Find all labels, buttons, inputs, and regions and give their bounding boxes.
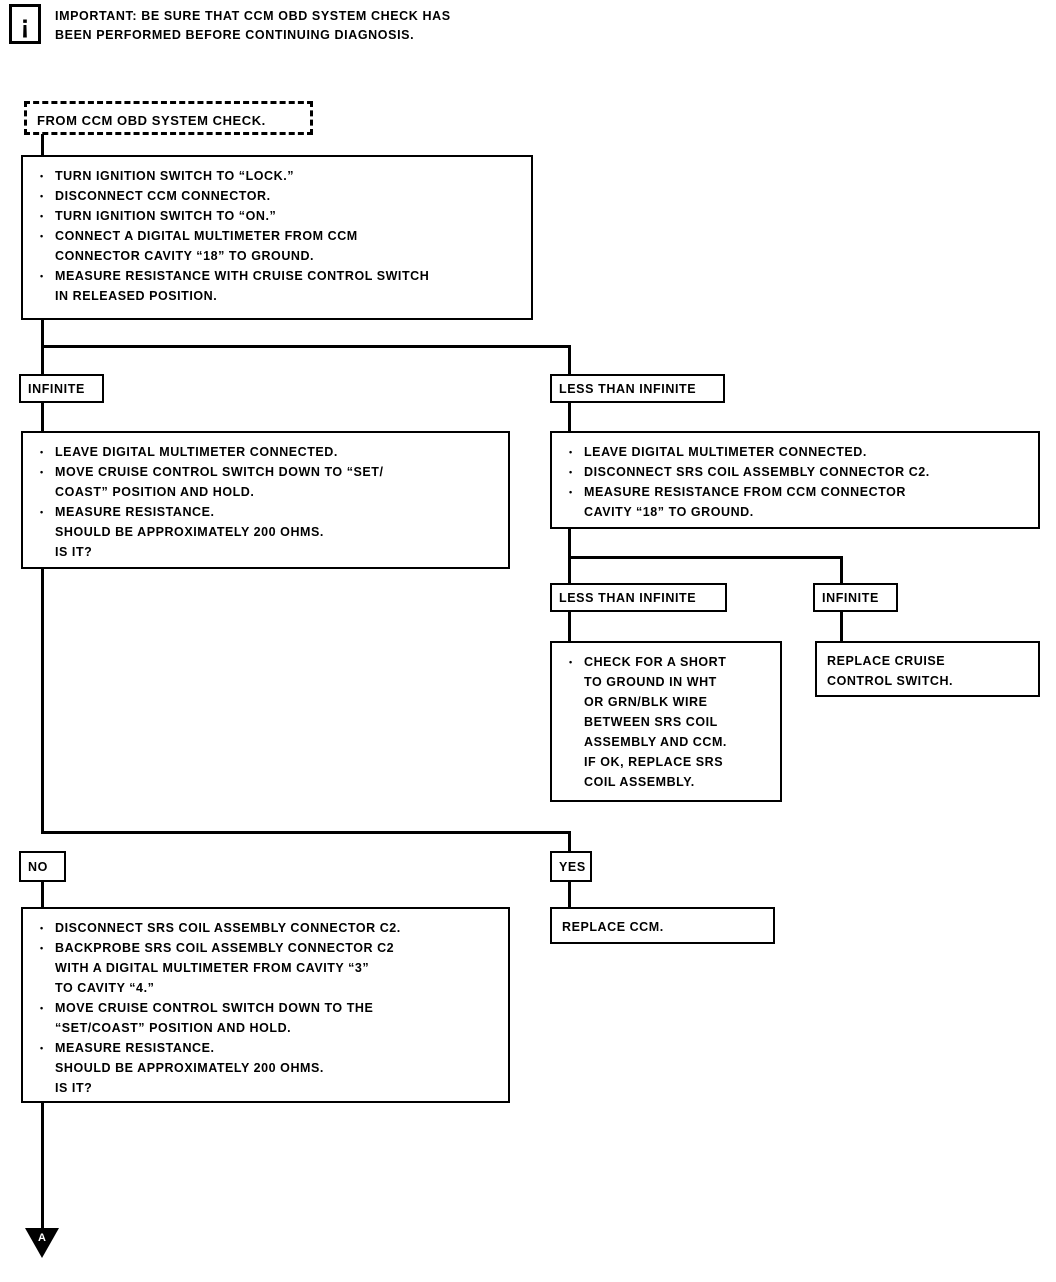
step-bottom-box: DISCONNECT SRS COIL ASSEMBLY CONNECTOR C… (21, 907, 510, 1103)
action-replace-switch-text: REPLACE CRUISE CONTROL SWITCH. (827, 654, 954, 688)
branch3-label-yes: YES (550, 851, 592, 882)
step-bottom-item-0: DISCONNECT SRS COIL ASSEMBLY CONNECTOR C… (33, 918, 500, 938)
step-left-item-2: MEASURE RESISTANCE. SHOULD BE APPROXIMAT… (33, 502, 500, 562)
step1-list: TURN IGNITION SWITCH TO “LOCK.” DISCONNE… (23, 157, 531, 318)
step1-box: TURN IGNITION SWITCH TO “LOCK.” DISCONNE… (21, 155, 533, 320)
action-check-short-list: CHECK FOR A SHORT TO GROUND IN WHT OR GR… (552, 643, 780, 800)
connector-no-to-bottom-step (41, 881, 44, 908)
step-bottom-list: DISCONNECT SRS COIL ASSEMBLY CONNECTOR C… (23, 909, 508, 1101)
step1-item-2: TURN IGNITION SWITCH TO “ON.” (33, 206, 523, 226)
entry-label: FROM CCM OBD SYSTEM CHECK. (37, 113, 266, 128)
warning-exclamation-icon: ¡ (9, 4, 41, 44)
step-right-item-1: DISCONNECT SRS COIL ASSEMBLY CONNECTOR C… (562, 462, 1030, 482)
action-replace-ccm-text: REPLACE CCM. (562, 920, 664, 934)
branch1-label-infinite: INFINITE (19, 374, 104, 403)
connector-branch1-left-down (41, 345, 44, 375)
exit-connector-letter: A (38, 1232, 46, 1244)
action-replace-switch-box: REPLACE CRUISE CONTROL SWITCH. (815, 641, 1040, 697)
connector-branch1-right-down (568, 345, 571, 375)
connector-infinite-to-left-step (41, 402, 44, 432)
step1-item-3: CONNECT A DIGITAL MULTIMETER FROM CCM CO… (33, 226, 523, 266)
step1-item-4: MEASURE RESISTANCE WITH CRUISE CONTROL S… (33, 266, 523, 306)
connector-branch2-left-down (568, 556, 571, 584)
step-right-list: LEAVE DIGITAL MULTIMETER CONNECTED. DISC… (552, 433, 1038, 527)
step1-item-0: TURN IGNITION SWITCH TO “LOCK.” (33, 166, 523, 186)
branch2-label-less-than-infinite: LESS THAN INFINITE (550, 583, 727, 612)
step-bottom-item-1: BACKPROBE SRS COIL ASSEMBLY CONNECTOR C2… (33, 938, 500, 998)
step-right-item-0: LEAVE DIGITAL MULTIMETER CONNECTED. (562, 442, 1030, 462)
connector-branch2-right-to-action (840, 611, 843, 642)
important-note-text: IMPORTANT: BE SURE THAT CCM OBD SYSTEM C… (55, 9, 451, 42)
step-bottom-item-3: MEASURE RESISTANCE. SHOULD BE APPROXIMAT… (33, 1038, 500, 1098)
connector-branch2-horizontal (568, 556, 843, 559)
step-right-box: LEAVE DIGITAL MULTIMETER CONNECTED. DISC… (550, 431, 1040, 529)
connector-branch2-right-down (840, 556, 843, 584)
step-left-list: LEAVE DIGITAL MULTIMETER CONNECTED. MOVE… (23, 433, 508, 567)
connector-step1-down (41, 319, 44, 347)
entry-box: FROM CCM OBD SYSTEM CHECK. (24, 101, 313, 135)
connector-branch2-left-to-action (568, 611, 571, 642)
step-left-item-0: LEAVE DIGITAL MULTIMETER CONNECTED. (33, 442, 500, 462)
step-left-item-1: MOVE CRUISE CONTROL SWITCH DOWN TO “SET/… (33, 462, 500, 502)
connector-branch3-right-down (568, 831, 571, 852)
branch1-left-label-text: INFINITE (28, 381, 85, 396)
step1-item-1: DISCONNECT CCM CONNECTOR. (33, 186, 523, 206)
action-replace-ccm-box: REPLACE CCM. (550, 907, 775, 944)
branch3-right-label-text: YES (559, 859, 586, 874)
connector-yes-to-replace-ccm (568, 881, 571, 908)
warning-glyph: ¡ (20, 9, 30, 39)
exit-arrowhead-icon (25, 1228, 59, 1258)
step-bottom-item-2: MOVE CRUISE CONTROL SWITCH DOWN TO THE “… (33, 998, 500, 1038)
step-left-box: LEAVE DIGITAL MULTIMETER CONNECTED. MOVE… (21, 431, 510, 569)
connector-step-right-down (568, 528, 571, 558)
branch3-label-no: NO (19, 851, 66, 882)
connector-exit-down (41, 1102, 44, 1230)
action-check-short-box: CHECK FOR A SHORT TO GROUND IN WHT OR GR… (550, 641, 782, 802)
connector-step-left-long-down (41, 568, 44, 833)
connector-entry-to-step1 (41, 134, 44, 156)
branch2-left-label-text: LESS THAN INFINITE (559, 590, 697, 605)
connector-branch1-horizontal (41, 345, 571, 348)
connector-branch3-horizontal (41, 831, 571, 834)
branch2-label-infinite: INFINITE (813, 583, 898, 612)
branch3-left-label-text: NO (28, 859, 48, 874)
branch1-label-less-than-infinite: LESS THAN INFINITE (550, 374, 725, 403)
connector-lti-to-right-step (568, 402, 571, 432)
action-check-short-item-0: CHECK FOR A SHORT TO GROUND IN WHT OR GR… (562, 652, 772, 792)
branch2-right-label-text: INFINITE (822, 590, 879, 605)
branch1-right-label-text: LESS THAN INFINITE (559, 381, 697, 396)
step-right-item-2: MEASURE RESISTANCE FROM CCM CONNECTOR CA… (562, 482, 1030, 522)
